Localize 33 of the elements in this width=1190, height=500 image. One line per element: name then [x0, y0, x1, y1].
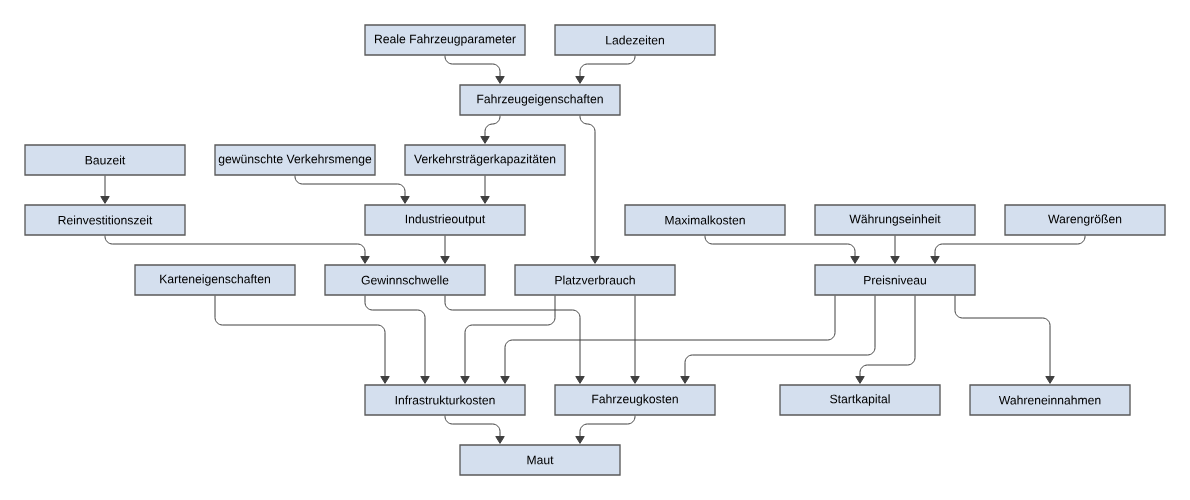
arrow [480, 115, 501, 144]
process-box: gewünschte Verkehrsmenge [214, 144, 376, 176]
process-box: Platzverbrauch [514, 264, 676, 296]
process-box: Preisniveau [814, 264, 976, 296]
process-box: Infrastrukturkosten [364, 384, 526, 416]
arrow [954, 295, 1055, 384]
process-box: Maut [459, 444, 621, 476]
process-box: Fahrzeugeigenschaften [459, 84, 621, 116]
arrow [480, 175, 490, 204]
arrow [680, 295, 876, 384]
process-box: Maximalkosten [624, 204, 786, 236]
process-box: Währungseinheit [814, 204, 976, 236]
arrow [100, 175, 110, 204]
arrow [630, 295, 640, 384]
arrow [440, 235, 450, 264]
arrow [500, 295, 836, 384]
process-box: Ladezeiten [554, 24, 716, 56]
process-box: Gewinnschwelle [324, 264, 486, 296]
process-box: Bauzeit [24, 144, 186, 176]
process-box: Industrieoutput [364, 204, 526, 236]
process-box: Reinvestitionszeit [24, 204, 186, 236]
arrow [460, 295, 556, 384]
arrow [579, 115, 600, 264]
process-box: Fahrzeugkosten [554, 384, 716, 416]
process-box: Wahreneinnahmen [969, 384, 1131, 416]
arrow [890, 235, 900, 264]
process-box: Warengrößen [1004, 204, 1166, 236]
arrow [855, 295, 916, 384]
process-box: Startkapital [779, 384, 941, 416]
process-box: Karteneigenschaften [134, 264, 296, 296]
arrow [214, 295, 390, 384]
process-box: Verkehrsträgerkapazitäten [404, 144, 566, 176]
process-box: Reale Fahrzeugparameter [364, 24, 526, 56]
